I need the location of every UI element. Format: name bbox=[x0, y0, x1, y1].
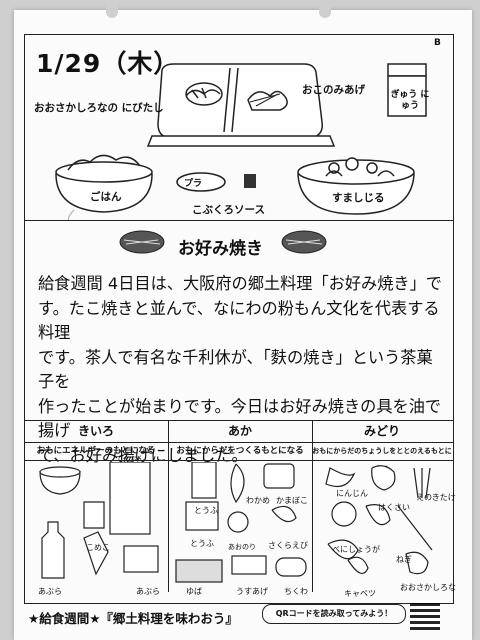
food-label: べにしょうが bbox=[332, 545, 380, 554]
menu-item-milk: ぎゅう にゅう bbox=[390, 90, 430, 111]
food-label: あおのり bbox=[228, 543, 256, 551]
food-label: にんじん bbox=[336, 489, 368, 498]
qr-code-icon[interactable] bbox=[410, 600, 440, 630]
table-rule bbox=[24, 442, 454, 443]
feature-title: お好み焼き bbox=[178, 239, 263, 259]
tray-icon bbox=[157, 63, 323, 139]
page-code: B bbox=[434, 38, 441, 48]
food-illustrations bbox=[39, 462, 433, 583]
food-label: とうふ bbox=[190, 539, 214, 548]
food-label: ねぎ bbox=[396, 555, 412, 564]
menu-illustration bbox=[55, 63, 427, 220]
feature-body-text: 給食週間 4日目は、大阪府の郷土料理「お好み焼き」で す。たこ焼きと並んで、なに… bbox=[38, 274, 442, 465]
food-label: ゆば bbox=[186, 587, 202, 596]
food-label: さくらえび bbox=[268, 541, 308, 550]
column-divider bbox=[312, 420, 313, 592]
menu-item-rice: ごはん bbox=[90, 191, 122, 203]
menu-item-agemono: おこのみあげ bbox=[302, 84, 365, 96]
table-rule bbox=[24, 460, 454, 461]
section-divider bbox=[24, 220, 454, 221]
okonomiyaki-icon bbox=[281, 230, 327, 254]
food-label: かまぼこ bbox=[276, 496, 308, 505]
section-divider bbox=[24, 420, 454, 421]
qr-prompt: QRコードを読み取ってみよう！ bbox=[262, 604, 406, 624]
menu-item-soup: すましじる bbox=[332, 192, 385, 204]
food-label: あぶら bbox=[136, 587, 160, 596]
calendar-page: 1/29（木） B お bbox=[14, 4, 472, 640]
group-green-header: みどり bbox=[363, 424, 400, 438]
content-frame bbox=[24, 34, 454, 604]
footer-caption: ★給食週間★『郷土料理を味わおう』 bbox=[28, 611, 238, 626]
group-green-desc: おもにからだのちょうしをととのえるもとになる bbox=[312, 447, 452, 473]
binder-hole bbox=[319, 4, 331, 18]
food-label: うすあげ bbox=[236, 587, 268, 596]
menu-item-nimono: おおさかしろなの にびたし bbox=[34, 102, 164, 114]
food-label: おおさかしろな bbox=[400, 583, 456, 592]
food-label: ちくわ bbox=[284, 587, 308, 596]
group-red-desc: おもにからだをつくるもとになる bbox=[176, 446, 304, 456]
column-divider bbox=[168, 420, 169, 592]
food-label: でんぷん bbox=[116, 455, 144, 463]
date-heading: 1/29（木） bbox=[36, 49, 180, 78]
food-label: あぶら bbox=[38, 587, 62, 596]
food-label: こめこ bbox=[86, 543, 110, 552]
okonomiyaki-icon bbox=[119, 230, 165, 254]
menu-item-pla: プラ bbox=[184, 179, 203, 189]
binder-hole bbox=[106, 4, 118, 18]
group-yellow-header: きいろ bbox=[77, 424, 114, 438]
food-label: とうふ bbox=[194, 506, 218, 515]
food-label: わかめ bbox=[246, 496, 270, 505]
food-label: はくさい bbox=[378, 503, 410, 512]
menu-item-sauce: こぶくろソース bbox=[192, 204, 265, 216]
food-label: えのきたけ bbox=[416, 493, 456, 502]
group-yellow-desc: おもにエネルギーのもとになる bbox=[36, 446, 156, 456]
food-label: キャベツ bbox=[344, 589, 376, 598]
group-red-header: あか bbox=[227, 424, 252, 438]
